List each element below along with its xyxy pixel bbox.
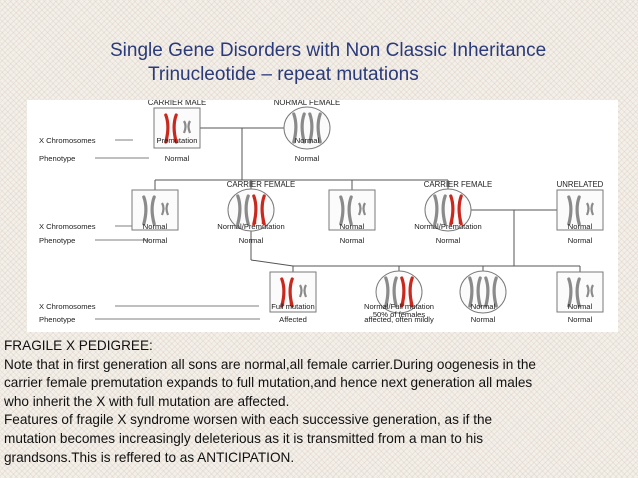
- gen3-4-x-chromosome: [575, 277, 581, 308]
- gen1-2-x-chromosome-1: [300, 112, 306, 144]
- row-label-x-chromosomes: X Chromosomes: [39, 136, 96, 145]
- gen2-1-y-chromosome: [165, 202, 170, 216]
- gen2-4-x-chromosome-1: [433, 194, 439, 226]
- gen2-5-top-label: UNRELATED: [557, 180, 604, 189]
- gen1-2-x-chromosome-2: [308, 112, 314, 144]
- gen1-1-x-status: Premutation: [157, 136, 198, 145]
- gen1-1-top-label: CARRIER MALE: [148, 100, 207, 107]
- gen3-2-phenotype: affected, often mildly: [364, 315, 434, 324]
- gen2-5-phenotype: Normal: [568, 236, 593, 245]
- gen3-4-y-chromosome: [590, 284, 595, 298]
- gen1-2-x-status: Normal: [295, 136, 320, 145]
- descent-connector: [250, 259, 294, 267]
- caption-text: FRAGILE X PEDIGREE: Note that in first g…: [0, 337, 638, 467]
- gen2-5-y-chromosome: [590, 202, 595, 216]
- gen2-1-y-chromosome: [160, 202, 165, 216]
- gen2-4-phenotype: Normal: [436, 236, 461, 245]
- gen2-5-y-chromosome: [585, 202, 590, 216]
- row-label-x-chromosomes: X Chromosomes: [39, 302, 96, 311]
- gen2-3-y-chromosome: [357, 202, 362, 216]
- gen2-2-phenotype: Normal: [239, 236, 264, 245]
- gen3-3-x-chromosome-2: [492, 276, 498, 308]
- row-label-phenotype: Phenotype: [39, 154, 75, 163]
- gen2-1-phenotype: Normal: [143, 236, 168, 245]
- gen3-3-x-chromosome-1: [476, 276, 482, 308]
- gen1-2-phenotype: Normal: [295, 154, 320, 163]
- gen2-2-x-status: Normal/Premutation: [217, 222, 285, 231]
- gen2-5-x-status: Normal: [568, 222, 593, 231]
- gen3-4-y-chromosome: [585, 284, 590, 298]
- gen2-5-x-chromosome: [575, 195, 581, 226]
- gen1-2-x-chromosome-2: [316, 112, 322, 144]
- gen3-1-x-status: Full mutation: [271, 302, 314, 311]
- gen1-2-x-chromosome-1: [292, 112, 298, 144]
- gen3-3-x-chromosome-2: [484, 276, 490, 308]
- gen2-2-top-label: CARRIER FEMALE: [227, 180, 295, 189]
- row-label-phenotype: Phenotype: [39, 315, 75, 324]
- gen3-2-x-status-sub: 50% of females: [373, 310, 426, 319]
- gen3-3-phenotype: Normal: [471, 315, 496, 324]
- gen2-3-x-status: Normal: [340, 222, 365, 231]
- row-label-x-chromosomes: X Chromosomes: [39, 222, 96, 231]
- gen1-1-y-chromosome: [182, 120, 187, 134]
- gen2-1-x-chromosome: [150, 195, 156, 226]
- gen3-4-x-status: Normal: [568, 302, 593, 311]
- gen1-1-phenotype: Normal: [165, 154, 190, 163]
- gen2-4-x-status: Normal/Premutation: [414, 222, 482, 231]
- gen3-1-phenotype: Affected: [279, 315, 307, 324]
- gen1-1-y-chromosome: [187, 120, 192, 134]
- slide-subtitle: Trinucleotide – repeat mutations: [148, 64, 419, 85]
- gen2-5-x-chromosome: [567, 195, 573, 226]
- gen2-3-phenotype: Normal: [340, 236, 365, 245]
- gen2-1-x-status: Normal: [143, 222, 168, 231]
- gen1-2-top-label: NORMAL FEMALE: [274, 100, 340, 107]
- gen3-4-x-chromosome: [567, 277, 573, 308]
- caption-line: grandsons.This is reffered to as ANTICIP…: [4, 449, 295, 465]
- gen3-2-x-chromosome-1: [384, 276, 390, 308]
- gen2-2-x-chromosome-1: [236, 194, 242, 226]
- gen3-2-x-chromosome-1: [392, 276, 398, 308]
- gen3-1-y-chromosome: [298, 284, 303, 298]
- caption-line: Note that in first generation all sons a…: [4, 356, 536, 372]
- caption-line: carrier female premutation expands to fu…: [4, 375, 533, 391]
- gen3-1-y-chromosome: [303, 284, 308, 298]
- gen3-4-phenotype: Normal: [568, 315, 593, 324]
- gen2-1-x-chromosome: [142, 195, 148, 226]
- caption-line: FRAGILE X PEDIGREE:: [4, 338, 153, 353]
- caption-line: who inherit the X with full mutation are…: [4, 393, 290, 409]
- gen2-4-x-chromosome-1: [441, 194, 447, 226]
- gen2-3-y-chromosome: [362, 202, 367, 216]
- gen3-3-x-status: Normal: [471, 302, 496, 311]
- gen2-3-x-chromosome: [339, 195, 345, 226]
- gen2-2-x-chromosome-1: [244, 194, 250, 226]
- caption-line: Features of fragile X syndrome worsen wi…: [4, 412, 493, 428]
- row-label-phenotype: Phenotype: [39, 236, 75, 245]
- gen2-3-x-chromosome: [347, 195, 353, 226]
- gen3-2-x-status: Normal/Full mutation: [364, 302, 434, 311]
- caption-line: mutation becomes increasingly deleteriou…: [4, 430, 484, 446]
- gen3-3-x-chromosome-1: [468, 276, 474, 308]
- slide-title: Single Gene Disorders with Non Classic I…: [110, 40, 547, 61]
- gen2-4-top-label: CARRIER FEMALE: [424, 180, 492, 189]
